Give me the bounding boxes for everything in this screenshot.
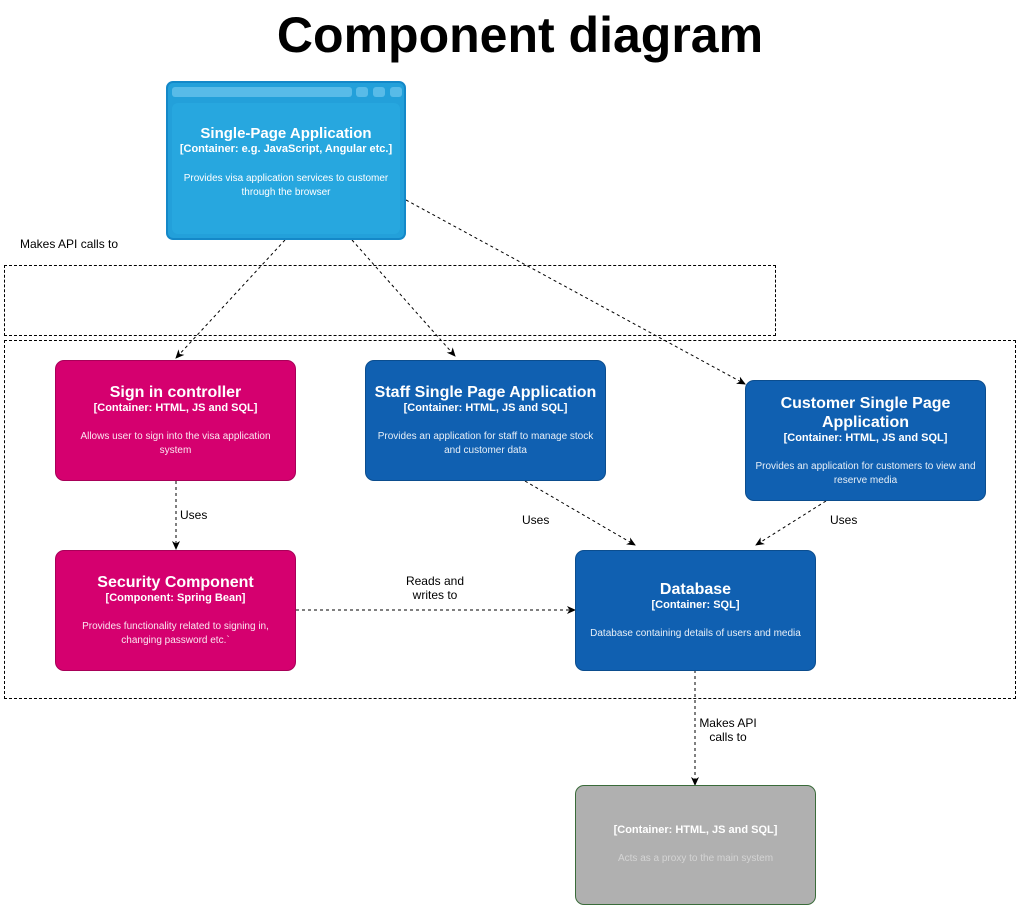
security-title: Security Component xyxy=(97,574,254,591)
edge-spa-staff xyxy=(351,239,456,357)
label-db-proxy: Makes API calls to xyxy=(697,716,759,744)
proxy-type: [Container: HTML, JS and SQL] xyxy=(613,824,778,836)
security-desc: Provides functionality related to signin… xyxy=(82,621,269,646)
staff-type: [Container: HTML, JS and SQL] xyxy=(403,402,568,414)
boundary-label: Makes API calls to xyxy=(20,237,119,251)
security-type: [Component: Spring Bean] xyxy=(105,592,246,604)
spa-window-button xyxy=(390,87,402,97)
label-signin-security: Uses xyxy=(180,508,208,522)
spa-window-button xyxy=(373,87,385,97)
proxy-node[interactable]: [Container: HTML, JS and SQL] Acts as a … xyxy=(575,785,816,905)
label-staff-db: Uses xyxy=(522,513,550,527)
spa-window-button xyxy=(356,87,368,97)
signin-title: Sign in controller xyxy=(109,384,242,401)
edge-spa-customer xyxy=(405,199,746,385)
spa-node[interactable]: Single-Page Application [Container: e.g.… xyxy=(166,81,406,240)
edge-spa-signin xyxy=(175,239,286,359)
customer-desc: Provides an application for customers to… xyxy=(755,461,976,486)
customer-title: Customer Single Page Application xyxy=(780,395,951,431)
proxy-desc: Acts as a proxy to the main system xyxy=(617,853,774,864)
upper-boundary xyxy=(4,265,776,336)
signin-type: [Container: HTML, JS and SQL] xyxy=(93,402,258,414)
customer-type: [Container: HTML, JS and SQL] xyxy=(783,432,948,444)
spa-address-bar xyxy=(172,87,352,97)
label-customer-db: Uses xyxy=(830,513,858,527)
database-title: Database xyxy=(659,581,732,598)
spa-title: Single-Page Application xyxy=(200,125,372,142)
staff-title: Staff Single Page Application xyxy=(374,384,597,401)
customer-spa-node[interactable]: Customer Single Page Application [Contai… xyxy=(745,380,986,501)
system-boundary xyxy=(4,340,1016,699)
spa-type: [Container: e.g. JavaScript, Angular etc… xyxy=(179,143,393,155)
label-security-db: Reads and writes to xyxy=(405,574,465,602)
staff-desc: Provides an application for staff to man… xyxy=(377,431,594,456)
database-desc: Database containing details of users and… xyxy=(590,628,801,639)
edge-customer-db xyxy=(755,500,827,546)
security-component-node[interactable]: Security Component [Component: Spring Be… xyxy=(55,550,296,671)
staff-spa-node[interactable]: Staff Single Page Application [Container… xyxy=(365,360,606,481)
spa-desc: Provides visa application services to cu… xyxy=(183,173,389,198)
spa-body: Single-Page Application [Container: e.g.… xyxy=(172,103,400,234)
signin-controller-node[interactable]: Sign in controller [Container: HTML, JS … xyxy=(55,360,296,481)
signin-desc: Allows user to sign into the visa applic… xyxy=(80,431,271,456)
database-type: [Container: SQL] xyxy=(651,599,740,611)
database-node[interactable]: Database [Container: SQL] Database conta… xyxy=(575,550,816,671)
diagram-title: Component diagram xyxy=(276,7,764,63)
